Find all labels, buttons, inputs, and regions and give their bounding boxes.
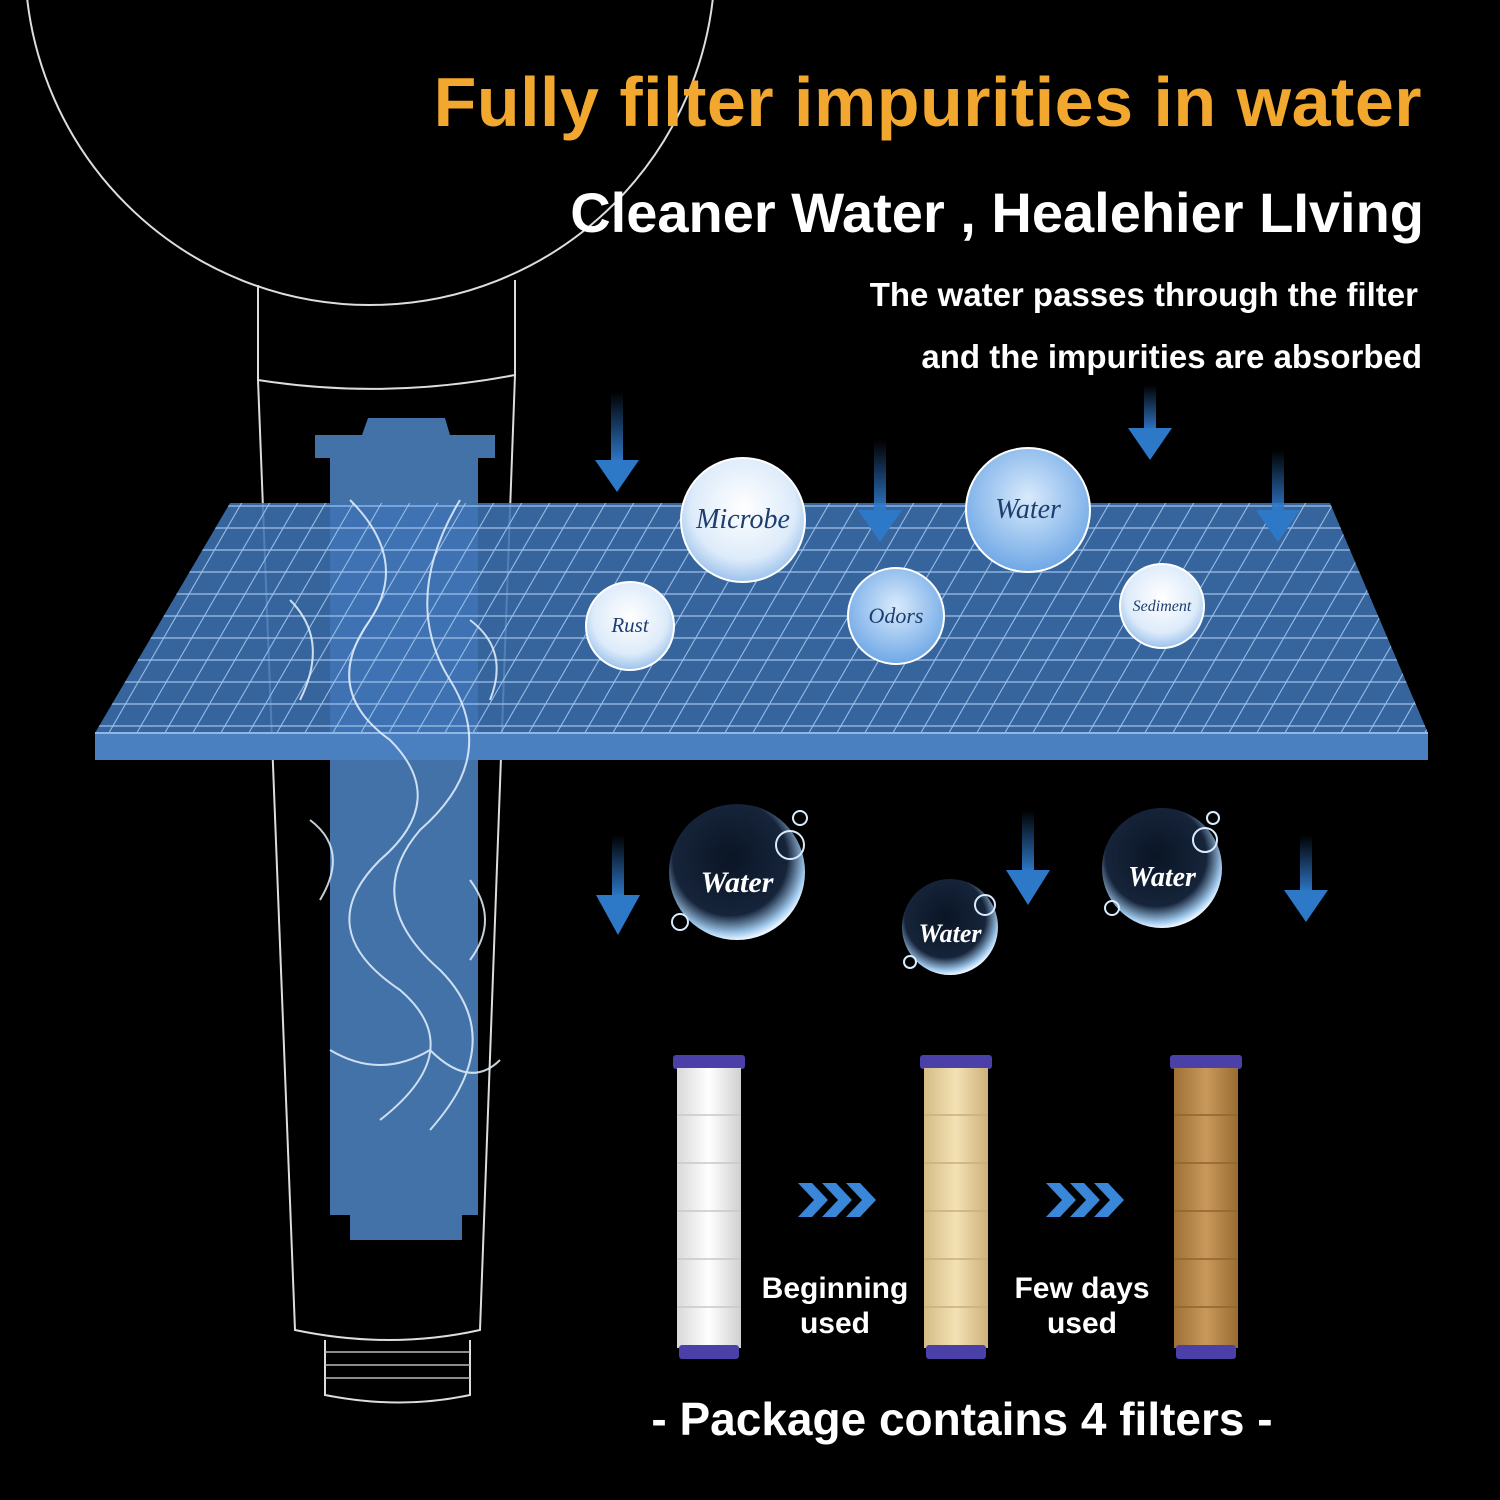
filter-old <box>1170 1055 1242 1359</box>
bubble-label: Sediment <box>1133 598 1192 615</box>
down-arrow-icon <box>1284 835 1328 922</box>
chevron-right-icon <box>798 1183 876 1217</box>
stage-label-beginning: Beginning used <box>750 1272 920 1341</box>
bubble-water: Water <box>965 447 1091 573</box>
down-arrow-icon <box>858 440 902 542</box>
water-drop-icon: Water <box>902 879 998 975</box>
bubble-label: Microbe <box>695 504 790 535</box>
water-drop-icon: Water <box>1102 808 1222 928</box>
bubble-label: Rust <box>610 613 650 637</box>
bubble-rust: Rust <box>585 581 675 671</box>
bubble-microbe: Microbe <box>680 457 806 583</box>
headline: Fully filter impurities in water <box>433 63 1422 141</box>
filter-new <box>673 1055 745 1359</box>
description-line-1: The water passes through the filter <box>869 276 1418 313</box>
water-drop-label: Water <box>1128 862 1197 893</box>
impurity-bubbles: Microbe Water Rust Odors Sediment <box>585 447 1205 671</box>
stage-label-line: Few days <box>1014 1272 1150 1305</box>
bubble-odors: Odors <box>847 567 945 665</box>
water-drop-label: Water <box>701 866 774 899</box>
chevron-right-icon <box>1046 1183 1124 1217</box>
down-arrow-icon <box>1128 385 1172 460</box>
description-line-2: and the impurities are absorbed <box>921 338 1422 375</box>
down-arrow-icon <box>596 835 640 935</box>
down-arrow-icon <box>1256 450 1300 542</box>
water-drop-icon: Water <box>669 804 808 940</box>
bubble-label: Odors <box>868 603 923 628</box>
flow-arrows <box>595 385 1328 935</box>
down-arrow-icon <box>1006 810 1050 905</box>
filter-mesh <box>95 503 1428 760</box>
filter-used <box>920 1055 992 1359</box>
stage-label-few-days: Few days used <box>997 1272 1167 1341</box>
stage-label-line: Beginning <box>761 1272 909 1305</box>
bubble-label: Water <box>995 494 1061 525</box>
water-drops: Water Water Water <box>669 804 1222 975</box>
water-splash <box>289 499 501 1131</box>
shower-head-outline <box>26 0 714 1404</box>
filter-progression <box>673 1055 1242 1359</box>
bubble-sediment: Sediment <box>1119 563 1205 649</box>
stage-label-line: used <box>1046 1306 1118 1340</box>
subheadline: Cleaner Water , Healehier LIving <box>570 181 1424 244</box>
stage-label-line: used <box>799 1306 871 1340</box>
down-arrow-icon <box>595 392 639 492</box>
package-note: - Package contains 4 filters - <box>651 1393 1273 1445</box>
water-drop-label: Water <box>918 919 982 948</box>
